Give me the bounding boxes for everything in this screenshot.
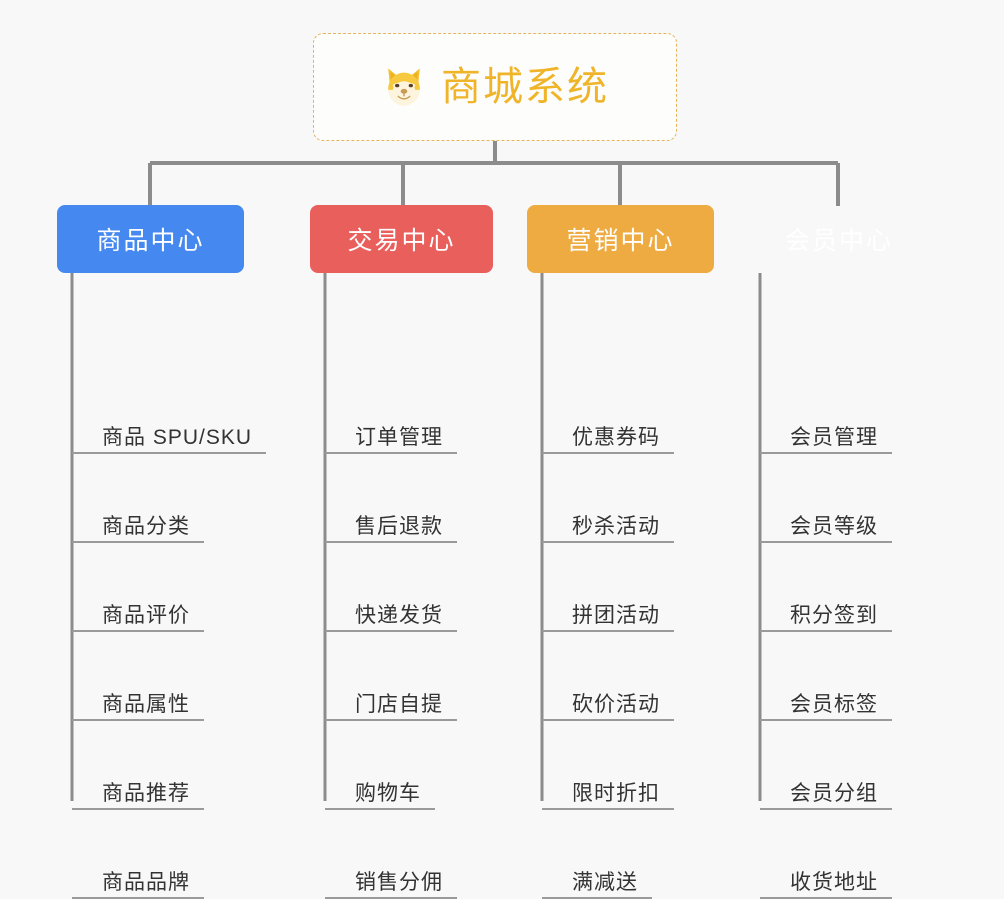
leaf-item-label: 秒杀活动 (572, 514, 660, 538)
leaf-item[interactable]: 销售分佣 (325, 859, 457, 899)
leaf-item-label: 快递发货 (355, 603, 443, 627)
leaf-item-label: 商品属性 (102, 692, 190, 716)
leaf-item-label: 会员标签 (790, 692, 878, 716)
leaf-item[interactable]: 订单管理 (325, 414, 457, 454)
leaf-item[interactable]: 会员分组 (760, 770, 892, 810)
leaf-item-label: 满减送 (572, 870, 638, 894)
branch-column-1: 商品中心商品 SPU/SKU 商品分类商品评价商品属性商品推荐商品品牌 (57, 205, 267, 899)
leaf-item[interactable]: 会员标签 (760, 681, 892, 721)
leaf-item-label: 订单管理 (355, 425, 443, 449)
leaf-item[interactable]: 商品品牌 (72, 859, 204, 899)
branch-header-3[interactable]: 营销中心 (527, 205, 714, 273)
leaf-item-label: 会员分组 (790, 781, 878, 805)
leaf-item[interactable]: 砍价活动 (542, 681, 674, 721)
leaf-item[interactable]: 满减送 (542, 859, 652, 899)
branch-header-4[interactable]: 会员中心 (784, 227, 893, 255)
leaf-item-label: 优惠券码 (572, 425, 660, 449)
leaf-item[interactable]: 商品属性 (72, 681, 204, 721)
leaf-item[interactable]: 拼团活动 (542, 592, 674, 632)
branch-column-2: 交易中心订单管理售后退款快递发货门店自提购物车销售分佣 (310, 205, 493, 899)
leaf-item-label: 商品评价 (102, 603, 190, 627)
root-title: 商城系统 (441, 65, 609, 109)
leaf-item-label: 砍价活动 (572, 692, 660, 716)
branch-column-4: 会员中心会员管理会员等级积分签到会员标签会员分组收货地址 (745, 205, 933, 899)
leaf-item-label: 积分签到 (790, 603, 878, 627)
leaf-item-label: 商品分类 (102, 514, 190, 538)
leaf-item[interactable]: 售后退款 (325, 503, 457, 543)
leaf-item[interactable]: 收货地址 (760, 859, 892, 899)
leaf-item[interactable]: 秒杀活动 (542, 503, 674, 543)
leaf-item-label: 商品品牌 (102, 870, 190, 894)
leaf-item[interactable]: 优惠券码 (542, 414, 674, 454)
leaf-item-label: 销售分佣 (355, 870, 443, 894)
leaf-item-label: 门店自提 (355, 692, 443, 716)
leaf-item[interactable]: 商品分类 (72, 503, 204, 543)
leaf-item-label: 售后退款 (355, 514, 443, 538)
leaf-item[interactable]: 门店自提 (325, 681, 457, 721)
leaf-item-label: 购物车 (355, 781, 421, 805)
mindmap-canvas: 商城系统 商品中心商品 SPU/SKU 商品分类商品评价商品属性商品推荐商品品牌 交… (57, 33, 933, 899)
leaf-item[interactable]: 积分签到 (760, 592, 892, 632)
leaf-item[interactable]: 限时折扣 (542, 770, 674, 810)
branch-header-2[interactable]: 交易中心 (310, 205, 493, 273)
branch-column-3: 营销中心优惠券码秒杀活动拼团活动砍价活动限时折扣满减送 (527, 205, 714, 899)
leaf-item[interactable]: 商品 SPU/SKU (72, 414, 267, 454)
leaf-item[interactable]: 商品推荐 (72, 770, 204, 810)
leaf-item-label: 商品推荐 (102, 781, 190, 805)
leaf-item[interactable]: 快递发货 (325, 592, 457, 632)
leaf-item-label: 收货地址 (790, 870, 878, 894)
leaf-item-label: 会员等级 (790, 514, 878, 538)
leaf-item-label: 商品 SPU/SKU (102, 425, 253, 449)
branch-header-1[interactable]: 商品中心 (57, 205, 244, 273)
leaf-item[interactable]: 会员等级 (760, 503, 892, 543)
root-node[interactable]: 商城系统 (313, 33, 677, 141)
leaf-item[interactable]: 会员管理 (760, 414, 892, 454)
leaf-item-label: 会员管理 (790, 425, 878, 449)
shiba-dog-face-icon (381, 64, 427, 110)
leaf-item[interactable]: 购物车 (325, 770, 435, 810)
leaf-item-label: 限时折扣 (572, 781, 660, 805)
leaf-item[interactable]: 商品评价 (72, 592, 204, 632)
leaf-item-label: 拼团活动 (572, 603, 660, 627)
